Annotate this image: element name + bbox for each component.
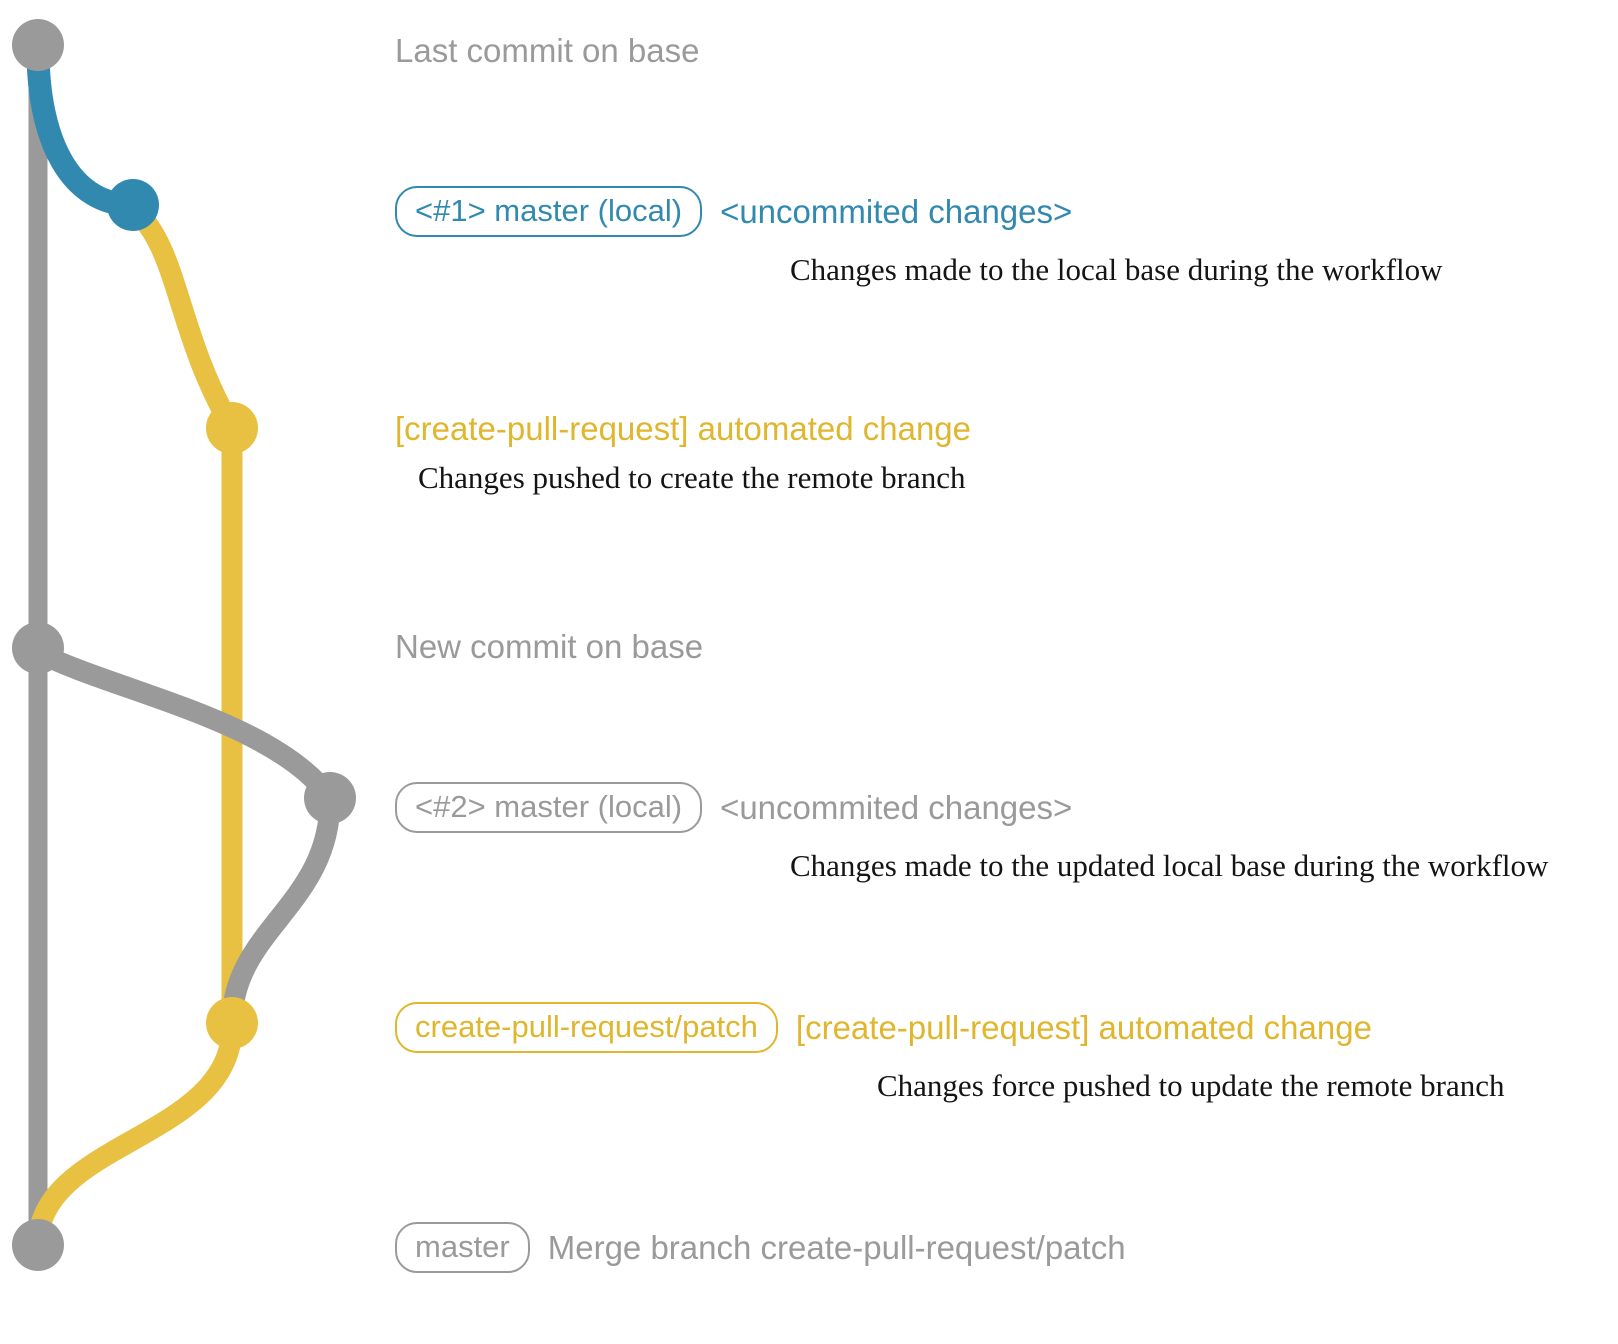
local-branch-line-2 (27, 641, 341, 809)
ref-badge-create-pull-request-patch[interactable]: create-pull-request/patch (395, 1002, 778, 1053)
commit-subject-new-commit-on-base: New commit on base (395, 628, 704, 665)
patch-merge-line (27, 1015, 243, 1256)
commit-row-merge: master Merge branch create-pull-request/… (395, 1222, 1126, 1273)
commit-description-automated-change-1: Changes pushed to create the remote bran… (418, 460, 966, 495)
commit-row-header: New commit on base (395, 630, 703, 663)
commit-node-local-2[interactable] (304, 772, 356, 824)
commit-row-automated-change-1: [create-pull-request] automated change C… (395, 412, 971, 493)
commit-row-header: Last commit on base (395, 34, 699, 67)
commit-description-automated-change-2: Changes force pushed to update the remot… (877, 1068, 1505, 1103)
commit-description-local-2: Changes made to the updated local base d… (790, 848, 1549, 883)
commit-row-header: master Merge branch create-pull-request/… (395, 1222, 1126, 1273)
commit-row-header: <#1> master (local) <uncommited changes> (395, 186, 1443, 237)
commit-row-last-commit-on-base: Last commit on base (395, 34, 699, 67)
git-commit-graph (12, 19, 356, 1271)
commit-row-local-1: <#1> master (local) <uncommited changes>… (395, 186, 1443, 285)
commit-subject-merge: Merge branch create-pull-request/patch (547, 1229, 1126, 1266)
ref-badge-master-local-1[interactable]: <#1> master (local) (395, 186, 703, 237)
ref-badge-master[interactable]: master (395, 1222, 530, 1273)
commit-subject-automated-change-2: [create-pull-request] automated change (795, 1009, 1372, 1046)
commit-node-merge[interactable] (12, 1219, 64, 1271)
commit-node-automated-change-2[interactable] (206, 997, 258, 1049)
commit-subject-automated-change-1: [create-pull-request] automated change (395, 410, 972, 447)
commit-subject-local-2: <uncommited changes> (720, 789, 1073, 826)
commit-node-local-1[interactable] (107, 179, 159, 231)
commit-row-header: <#2> master (local) <uncommited changes> (395, 782, 1548, 833)
commit-row-header: create-pull-request/patch [create-pull-r… (395, 1002, 1505, 1053)
commit-node-automated-change-1[interactable] (206, 402, 258, 454)
local-merge-line-2 (221, 789, 341, 1034)
commit-row-header: [create-pull-request] automated change (395, 412, 971, 445)
commit-row-automated-change-2: create-pull-request/patch [create-pull-r… (395, 1002, 1505, 1101)
commit-description-local-1: Changes made to the local base during th… (790, 252, 1443, 287)
commit-row-local-2: <#2> master (local) <uncommited changes>… (395, 782, 1548, 881)
commit-node-new-commit-on-base[interactable] (12, 622, 64, 674)
ref-badge-master-local-2[interactable]: <#2> master (local) (395, 782, 703, 833)
commit-subject-last-commit-on-base: Last commit on base (395, 32, 700, 69)
commit-node-last-commit-on-base[interactable] (12, 19, 64, 71)
commit-row-new-commit-on-base: New commit on base (395, 630, 703, 663)
commit-subject-local-1: <uncommited changes> (720, 193, 1073, 230)
